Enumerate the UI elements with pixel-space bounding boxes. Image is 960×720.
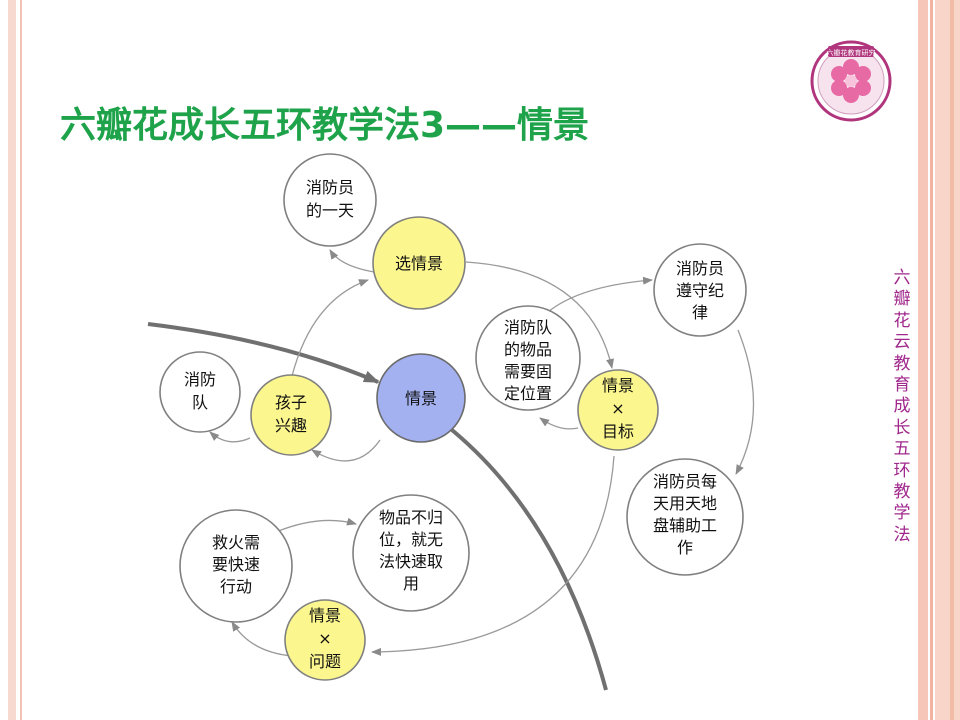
right-decorative-band	[935, 0, 960, 720]
node-daily-work-line2: 天用天地	[653, 494, 717, 513]
node-scenario-center: 情景	[376, 353, 466, 443]
node-quick-action-line2: 要快速	[212, 555, 260, 574]
node-scenario-goal-line3: 目标	[602, 422, 634, 441]
arrow-goal-to-items	[539, 417, 579, 430]
node-quick-action: 救火需 要快速 行动	[179, 509, 293, 623]
arrow-discipline-to-daily	[735, 329, 755, 475]
flower-icon	[831, 59, 871, 103]
node-daily-work-line1: 消防员每	[653, 472, 717, 491]
node-scenario-goal: 情景 × 目标	[577, 369, 659, 451]
node-items-fixed-place-line1: 消防队	[504, 318, 552, 337]
left-decorative-line	[20, 0, 22, 720]
right-decorative-band-line	[950, 0, 954, 720]
node-fire-station-line2: 队	[192, 393, 208, 412]
right-decorative-line	[930, 0, 933, 720]
node-obey-discipline-line1: 消防员	[676, 259, 724, 278]
node-items-misplaced-line1: 物品不归	[379, 508, 443, 527]
node-obey-discipline-line3: 律	[692, 303, 708, 322]
node-child-interest-line2: 兴趣	[275, 416, 307, 435]
side-vertical-text: 六瓣花云教育成长五环教学法	[893, 268, 911, 545]
node-items-misplaced-line2: 位，就无	[379, 530, 443, 549]
node-items-misplaced-line3: 法快速取	[379, 552, 443, 571]
node-items-fixed-place: 消防队 的物品 需要固 定位置	[475, 305, 581, 411]
node-select-scenario: 选情景	[372, 216, 466, 310]
arrow-select-to-goal	[465, 261, 614, 369]
main-flow-curve-right	[450, 428, 608, 691]
arrow-interest-to-station	[209, 431, 251, 443]
arrow-items-to-discipline	[547, 276, 653, 313]
node-daily-work: 消防员每 天用天地 盘辅助工 作	[626, 458, 744, 576]
node-firefighter-day-line2: 的一天	[306, 201, 354, 220]
arrow-problem-to-action	[231, 621, 293, 657]
node-quick-action-line3: 行动	[220, 577, 252, 596]
node-obey-discipline-line2: 遵守纪	[676, 281, 724, 300]
node-scenario-problem-line1: 情景	[309, 606, 341, 625]
page-title: 六瓣花成长五环教学法3——情景	[60, 105, 590, 146]
node-fire-station-line1: 消防	[184, 370, 216, 389]
left-decorative-stripe	[8, 0, 16, 720]
node-items-misplaced: 物品不归 位，就无 法快速取 用	[352, 494, 470, 612]
node-child-interest-line1: 孩子	[275, 393, 307, 412]
node-scenario-goal-line2: ×	[611, 399, 624, 418]
logo-text: 六瓣花教育研究	[827, 48, 876, 57]
node-scenario-problem-line2: ×	[318, 629, 331, 648]
arrow-goal-to-problem	[371, 455, 615, 656]
node-scenario-problem-line3: 问题	[309, 652, 341, 671]
node-daily-work-line3: 盘辅助工	[653, 516, 717, 535]
node-child-interest: 孩子 兴趣	[250, 374, 332, 456]
arrow-interest-to-select	[291, 279, 369, 377]
arrow-center-to-interest	[311, 439, 381, 462]
node-items-fixed-place-line3: 需要固	[504, 362, 552, 381]
node-firefighter-day-line1: 消防员	[306, 178, 354, 197]
arrow-select-to-day	[329, 249, 375, 273]
node-daily-work-line4: 作	[677, 538, 693, 557]
flower-logo: 六瓣花教育研究	[810, 40, 892, 122]
node-scenario-center-label: 情景	[405, 389, 437, 408]
node-fire-station: 消防 队	[159, 351, 241, 433]
node-quick-action-line1: 救火需	[212, 533, 260, 552]
node-items-fixed-place-line4: 定位置	[504, 384, 552, 403]
node-firefighter-day: 消防员 的一天	[283, 153, 377, 247]
node-scenario-goal-line1: 情景	[602, 376, 634, 395]
right-decorative-stripe	[918, 0, 928, 720]
node-scenario-problem: 情景 × 问题	[284, 599, 366, 681]
node-select-scenario-label: 选情景	[395, 254, 443, 273]
node-items-misplaced-line4: 用	[403, 574, 419, 593]
main-flow-curve-left	[147, 322, 380, 384]
arrow-action-to-items	[275, 517, 357, 533]
node-items-fixed-place-line2: 的物品	[504, 340, 552, 359]
node-obey-discipline: 消防员 遵守纪 律	[653, 243, 747, 337]
